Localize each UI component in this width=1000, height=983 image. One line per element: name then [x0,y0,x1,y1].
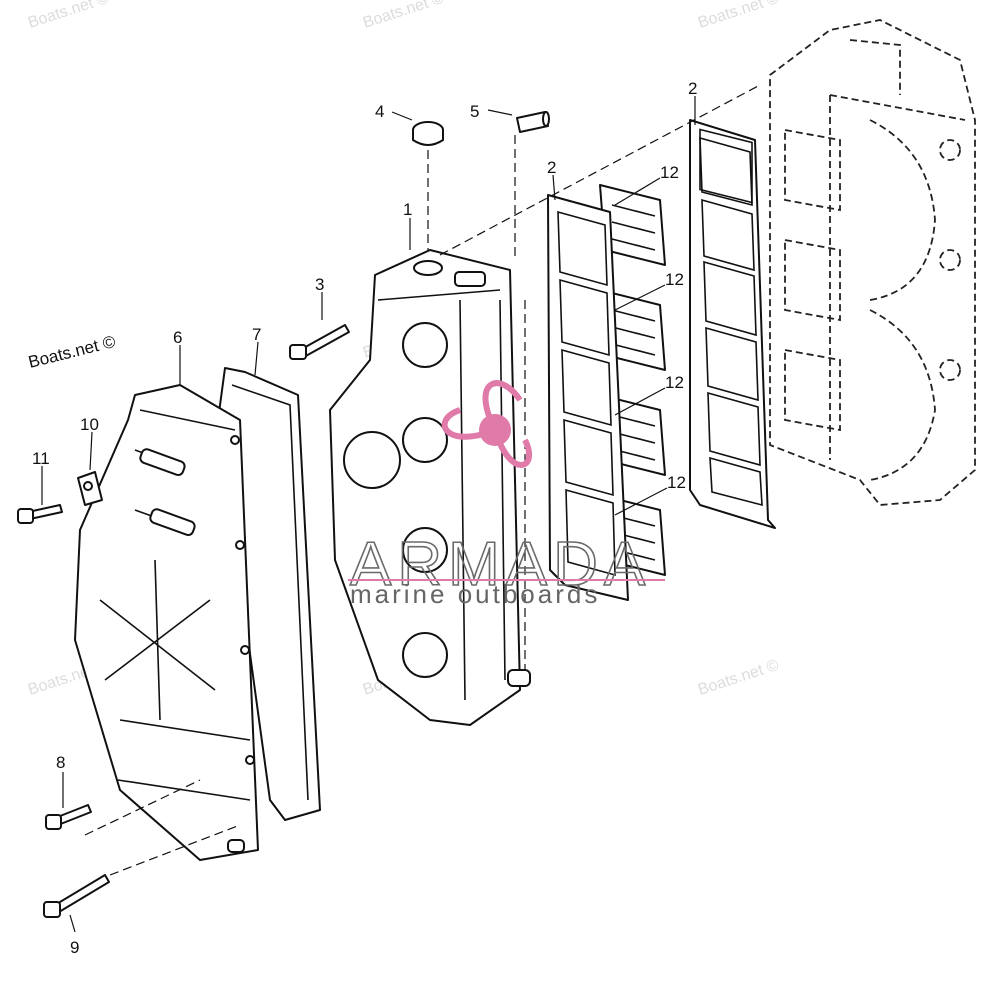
bolt-3 [289,324,350,360]
bolt-11 [17,504,63,524]
watermark-boats-3: Boats.net © [696,0,781,32]
intake-cover [74,384,259,861]
crankcase-block [769,19,976,506]
bolts [17,324,350,918]
leader-lines [41,96,696,933]
watermark-boats-7: Boats.net © [696,657,781,699]
callout-2-left: 2 [547,158,556,177]
callout-8: 8 [56,753,65,772]
alignment-lines [84,84,761,876]
callout-4: 4 [375,102,384,121]
watermark-boats-1: Boats.net © [26,0,111,32]
callout-3: 3 [315,275,324,294]
gasket-left [547,194,629,601]
callout-5: 5 [470,102,479,121]
armada-watermark: ARMADA marine outboards [348,380,665,609]
callout-12-a: 12 [660,163,679,182]
propeller-hub-icon [479,414,511,446]
callout-12-c: 12 [665,373,684,392]
boats-net-credit: Boats.net © [26,332,117,372]
callout-10: 10 [80,415,99,434]
callouts: 1 2 2 3 4 5 6 7 8 9 10 11 12 12 12 12 [32,79,697,957]
callout-12-d: 12 [667,473,686,492]
callout-6: 6 [173,328,182,347]
cap-and-pin [412,111,550,146]
callout-7: 7 [252,325,261,344]
callout-9: 9 [70,938,79,957]
bolt-9 [43,874,110,918]
clip-10 [77,471,103,506]
callout-11: 11 [32,449,50,468]
watermark-boats-2: Boats.net © [361,0,446,32]
intake-manifold [329,249,531,726]
bolt-8 [45,804,92,830]
armada-brand: ARMADA [350,530,651,599]
callout-2-right: 2 [688,79,697,98]
callout-12-b: 12 [665,270,684,289]
callout-1: 1 [403,200,412,219]
gasket-right [689,119,776,529]
armada-tagline: marine outboards [350,579,600,609]
